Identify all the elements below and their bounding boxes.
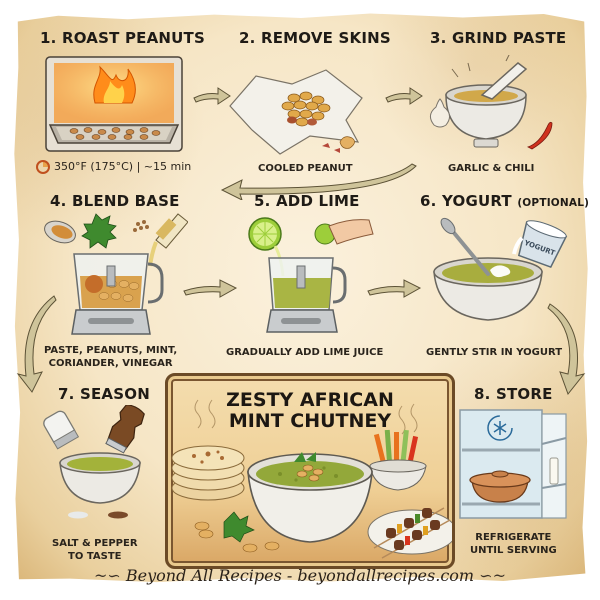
- step-2-title: 2. REMOVE SKINS: [239, 29, 391, 47]
- chutney-bowl-icon: [247, 452, 373, 543]
- step-7-caption: SALT & PEPPER TO TASTE: [52, 538, 138, 562]
- oven-icon: [45, 56, 183, 152]
- step-8-caption: REFRIGERATE UNTIL SERVING: [470, 532, 557, 556]
- step-1-title: 1. ROAST PEANUTS: [40, 29, 205, 47]
- swirl-left-icon: ~∽: [94, 566, 121, 585]
- step-6-title: 6. YOGURT (OPTIONAL): [420, 192, 590, 210]
- served-chutney-illustration: [171, 399, 452, 559]
- peanuts-on-towel-icon: [229, 69, 363, 155]
- snowflake-icon: [487, 415, 513, 441]
- arrow-step5-to-step6: [367, 279, 422, 298]
- step-4-title: 4. BLEND BASE: [50, 192, 180, 210]
- mortar-pestle-icon: [430, 55, 553, 150]
- step-7-title: 7. SEASON: [58, 385, 150, 403]
- arrow-step1-to-step2: [193, 87, 231, 105]
- hero-dish-panel: ZESTY AFRICAN MINT CHUTNEY: [165, 373, 455, 569]
- veggie-sticks-icon: [369, 429, 427, 491]
- step-1-caption: 350°F (175°C) | ~15 min: [36, 160, 191, 174]
- footer-text: Beyond All Recipes - beyondallrecipes.co…: [125, 566, 475, 585]
- fridge-icon: [459, 409, 567, 519]
- recipe-title: ZESTY AFRICAN MINT CHUTNEY: [226, 389, 394, 432]
- arrow-step4-to-step7: [16, 295, 57, 393]
- lime-squeeze-icon: [248, 217, 374, 333]
- step-8-title: 8. STORE: [474, 385, 553, 403]
- step-3-title: 3. GRIND PASTE: [430, 29, 567, 47]
- food-processor-icon: [44, 213, 188, 335]
- arrow-step3-to-step4: [220, 163, 417, 200]
- step-6-caption: GENTLY STIR IN YOGURT: [426, 347, 563, 358]
- arrow-step2-to-step3: [385, 87, 423, 105]
- timer-icon: [36, 160, 50, 174]
- step-2-caption: COOLED PEANUT: [258, 163, 353, 174]
- yogurt-bowl-icon: YOGURT: [433, 217, 568, 321]
- footer-credit: ~∽ Beyond All Recipes - beyondallrecipes…: [0, 566, 600, 585]
- arrow-step6-to-step8: [547, 303, 586, 396]
- swirl-right-icon: ∽~: [479, 566, 506, 585]
- step-5-title: 5. ADD LIME: [254, 192, 360, 210]
- step-5-caption: GRADUALLY ADD LIME JUICE: [226, 347, 384, 358]
- arrow-step4-to-step5: [183, 279, 238, 298]
- step-3-caption: GARLIC & CHILI: [448, 163, 535, 174]
- kebab-skewers-icon: [367, 507, 452, 559]
- salt-pepper-icon: [43, 405, 145, 519]
- mint-leaf-icon: [223, 511, 255, 543]
- flatbread-icon: [171, 445, 245, 501]
- step-4-caption: PASTE, PEANUTS, MINT, CORIANDER, VINEGAR: [44, 345, 178, 369]
